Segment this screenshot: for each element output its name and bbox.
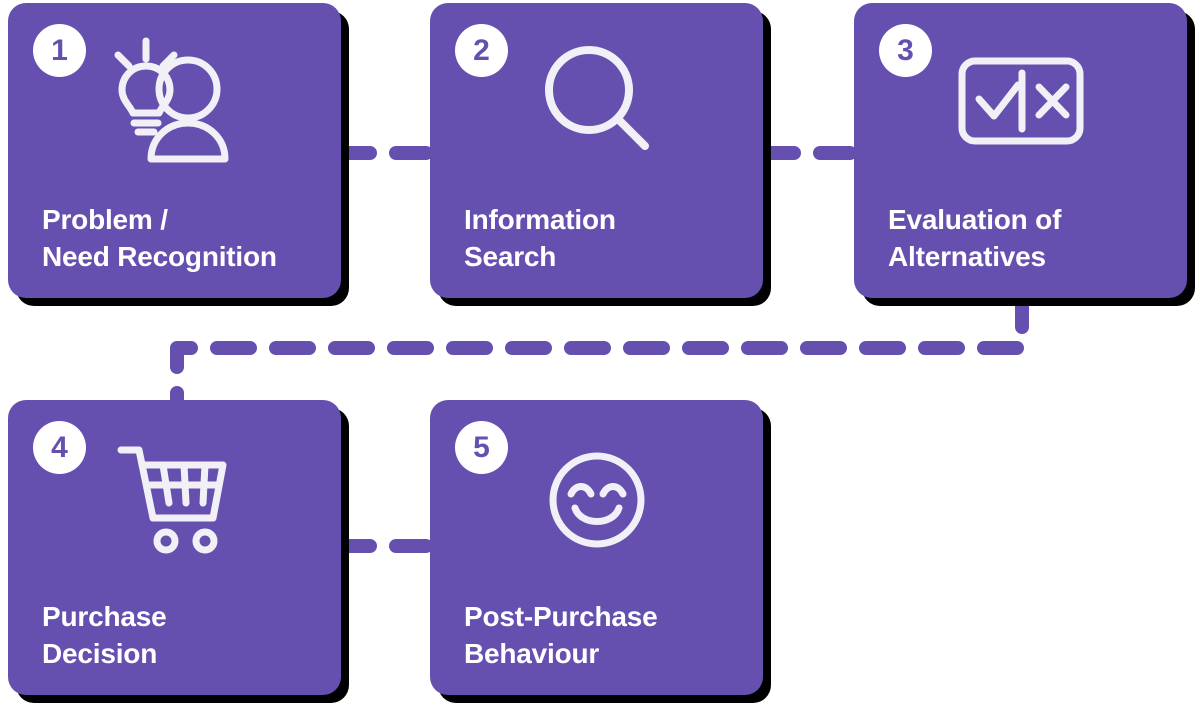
connector-3-to-4 bbox=[170, 287, 1029, 411]
step-card-3[interactable]: 3 Evaluation of Alternatives bbox=[854, 3, 1187, 298]
step-number-badge-5: 5 bbox=[455, 421, 508, 474]
step-card-2[interactable]: 2 Information Search bbox=[430, 3, 763, 298]
check-cross-compare-icon bbox=[854, 33, 1187, 173]
step-label-3: Evaluation of Alternatives bbox=[888, 204, 1062, 272]
lightbulb-person-icon bbox=[8, 33, 341, 173]
step-number-badge-3: 3 bbox=[879, 24, 932, 77]
step-card-1[interactable]: 1 Problem bbox=[8, 3, 341, 298]
magnifying-glass-icon bbox=[430, 33, 763, 173]
step-card-5[interactable]: 5 Post-Purchase Behaviour bbox=[430, 400, 763, 695]
step-number-badge-4: 4 bbox=[33, 421, 86, 474]
step-label-2: Information Search bbox=[464, 204, 616, 272]
smiley-face-icon bbox=[430, 430, 763, 570]
step-label-1: Problem / Need Recognition bbox=[42, 204, 277, 272]
shopping-cart-icon bbox=[8, 430, 341, 570]
step-label-5: Post-Purchase Behaviour bbox=[464, 601, 658, 669]
step-card-4[interactable]: 4 Purchase Decision bbox=[8, 400, 341, 695]
step-label-4: Purchase Decision bbox=[42, 601, 167, 669]
step-number-badge-2: 2 bbox=[455, 24, 508, 77]
step-number-badge-1: 1 bbox=[33, 24, 86, 77]
